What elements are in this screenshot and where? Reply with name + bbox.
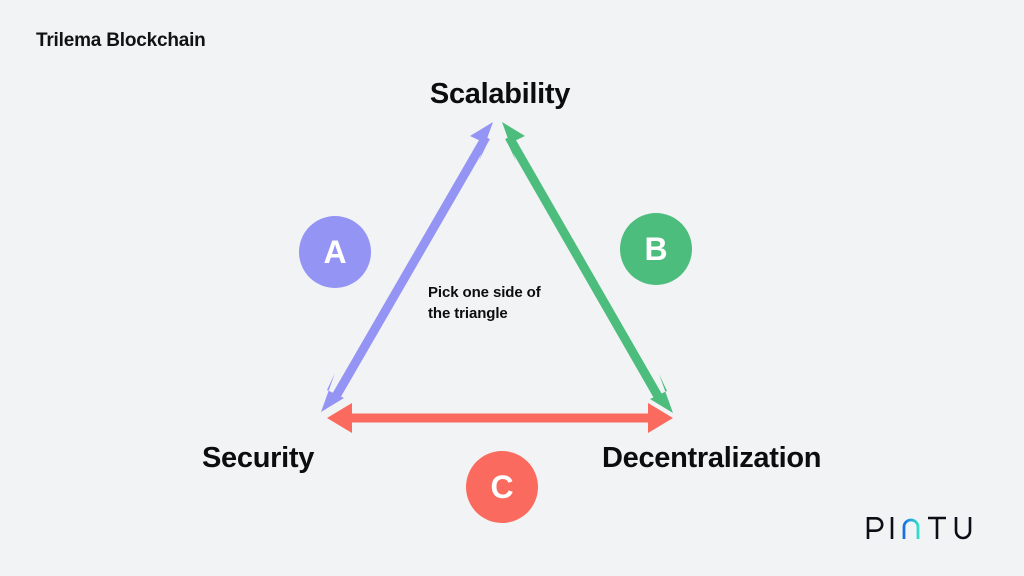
pintu-logo [866,516,972,540]
edge-badge-a[interactable]: A [299,216,371,288]
logo-letter-n [902,518,920,539]
center-instruction-line-2: the triangle [428,305,508,323]
center-instruction-line-1: Pick one side of [428,284,541,301]
logo-letter-p [866,517,884,539]
edge-c-arrow [327,403,673,433]
logo-letter-u [954,517,972,540]
vertex-label-security: Security [202,442,315,474]
edge-badge-b[interactable]: B [620,213,692,285]
center-instruction-text: Pick one side of the triangle [428,282,598,325]
logo-letter-t [928,516,946,539]
vertex-label-decentralization: Decentralization [602,442,822,474]
edge-b-arrow [502,122,673,413]
page-title: Trilema Blockchain [36,30,206,51]
edge-a-arrow [321,122,493,412]
edge-badge-c[interactable]: C [466,451,538,523]
vertex-label-scalability: Scalability [429,78,571,110]
